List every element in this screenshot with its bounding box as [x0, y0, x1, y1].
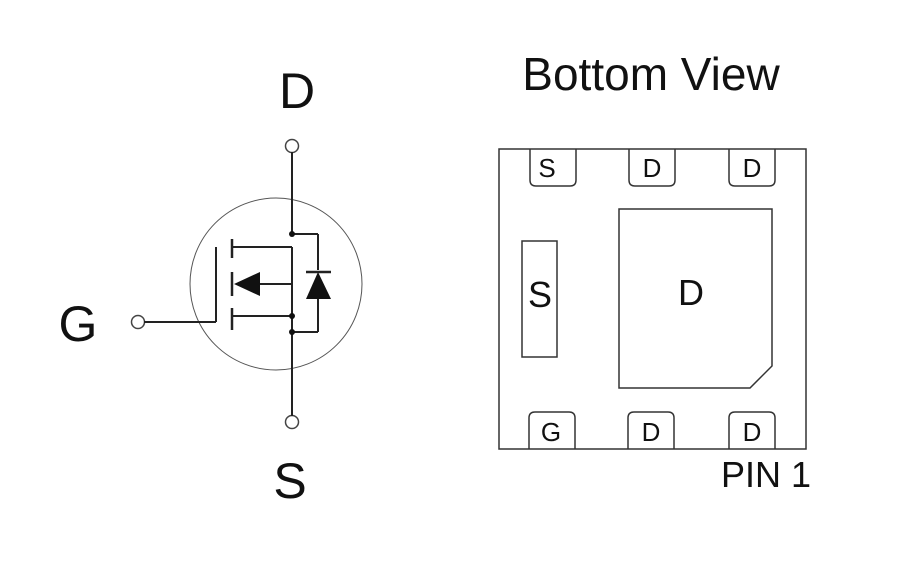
- drain-terminal: [284, 138, 300, 154]
- source-pad-label: S: [528, 274, 552, 315]
- pad-top-2-label: D: [643, 153, 662, 183]
- pin1-label: PIN 1: [721, 454, 811, 495]
- pad-top-1: [529, 149, 577, 187]
- diode-triangle-icon: [306, 272, 331, 299]
- junction-dot-diode: [289, 329, 295, 335]
- pad-bottom-2: [627, 411, 675, 449]
- pad-bottom-1-label: G: [541, 417, 561, 447]
- source-pad: [521, 240, 558, 358]
- package-bottom-view: Bottom View S D D G D D S D PIN 1: [498, 48, 811, 495]
- drain-pad: [618, 208, 773, 389]
- pad-top-1-label: S: [538, 153, 555, 183]
- junction-dot-source: [289, 313, 295, 319]
- drain-pad-label: D: [678, 272, 704, 313]
- gate-terminal: [130, 314, 146, 330]
- pad-top-3-label: D: [743, 153, 762, 183]
- pad-bottom-3-label: D: [743, 417, 762, 447]
- package-outline: [498, 148, 807, 450]
- source-terminal: [284, 414, 300, 430]
- drain-label: D: [279, 63, 315, 119]
- pad-bottom-1: [528, 411, 576, 449]
- pad-top-2: [628, 149, 676, 187]
- mosfet-body-circle: [189, 197, 363, 371]
- channel-arrow-icon: [234, 272, 260, 296]
- gate-label: G: [59, 296, 98, 352]
- pad-top-3: [728, 149, 776, 187]
- view-title: Bottom View: [522, 48, 780, 100]
- junction-dot-drain: [289, 231, 295, 237]
- pad-bottom-3: [728, 411, 776, 449]
- source-label: S: [273, 453, 306, 509]
- pad-bottom-2-label: D: [642, 417, 661, 447]
- mosfet-symbol: D G S: [59, 63, 363, 509]
